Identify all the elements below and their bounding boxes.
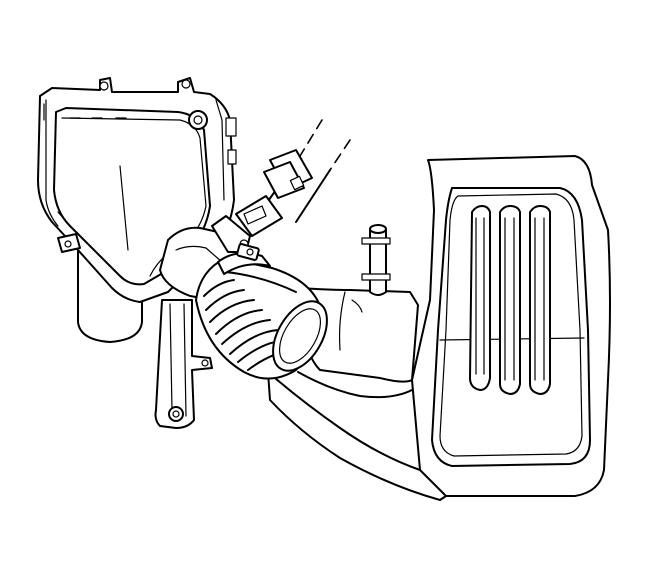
mounting-bracket — [154, 299, 213, 429]
hose-clamp — [217, 243, 271, 275]
sensor-electrical-connector — [235, 119, 351, 237]
engine-cover — [411, 155, 611, 497]
intake-duct-bellows — [195, 257, 328, 380]
throttle-body-inlet — [267, 287, 447, 501]
pcv-fitting — [361, 224, 391, 296]
cover-ribs — [469, 205, 551, 395]
